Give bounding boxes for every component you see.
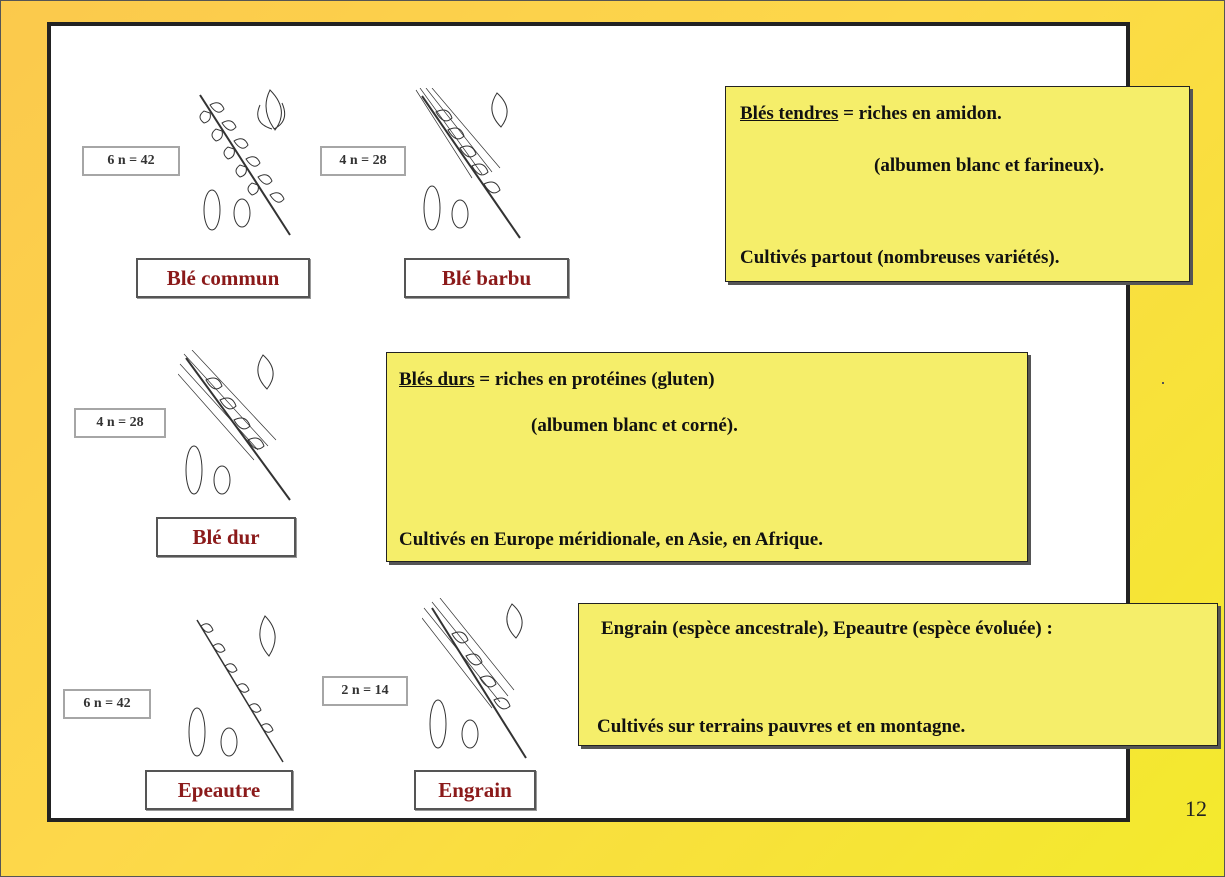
bles-tendres-culture: Cultivés partout (nombreuses variétés). <box>740 247 1060 268</box>
stray-dot <box>1162 382 1164 384</box>
bles-durs-culture: Cultivés en Europe méridionale, en Asie,… <box>399 529 823 550</box>
wheat-illustration-3 <box>178 350 291 501</box>
page-number: 12 <box>1185 796 1207 821</box>
species-name-ble-barbu: Blé barbu <box>404 258 569 298</box>
bles-durs-term: Blés durs <box>399 369 475 390</box>
wheat-illustration-5 <box>422 598 527 759</box>
wheat-illustration-4 <box>188 615 284 763</box>
species-name-ble-commun: Blé commun <box>136 258 310 298</box>
wheat-illustration-1 <box>199 89 291 236</box>
bles-tendres-term: Blés tendres <box>740 103 839 124</box>
bles-durs-albumen: (albumen blanc et corné). <box>531 415 738 436</box>
bles-tendres-albumen: (albumen blanc et farineux). <box>874 155 1105 176</box>
bles-tendres-desc: = riches en amidon. <box>838 103 1002 124</box>
bles-durs-desc: = riches en protéines (gluten) <box>474 369 715 390</box>
engrain-epeautre-species: Engrain (espèce ancestrale), Epeautre (e… <box>601 618 1053 639</box>
species-name-epeautre: Epeautre <box>145 770 293 810</box>
species-name-engrain: Engrain <box>414 770 536 810</box>
chromosome-label-ble-barbu: 4 n = 28 <box>320 146 406 176</box>
chromosome-label-ble-commun: 6 n = 42 <box>82 146 180 176</box>
chromosome-label-engrain: 2 n = 14 <box>322 676 408 706</box>
chromosome-label-epeautre: 6 n = 42 <box>63 689 151 719</box>
species-name-ble-dur: Blé dur <box>156 517 296 557</box>
info-box-bles-tendres: Blés tendres = riches en amidon. (albume… <box>725 86 1190 282</box>
engrain-epeautre-culture: Cultivés sur terrains pauvres et en mont… <box>597 716 966 737</box>
info-box-bles-durs: Blés durs = riches en protéines (gluten)… <box>386 352 1028 562</box>
info-box-engrain-epeautre: Engrain (espèce ancestrale), Epeautre (e… <box>578 603 1218 746</box>
wheat-illustration-2 <box>415 88 521 239</box>
chromosome-label-ble-dur: 4 n = 28 <box>74 408 166 438</box>
